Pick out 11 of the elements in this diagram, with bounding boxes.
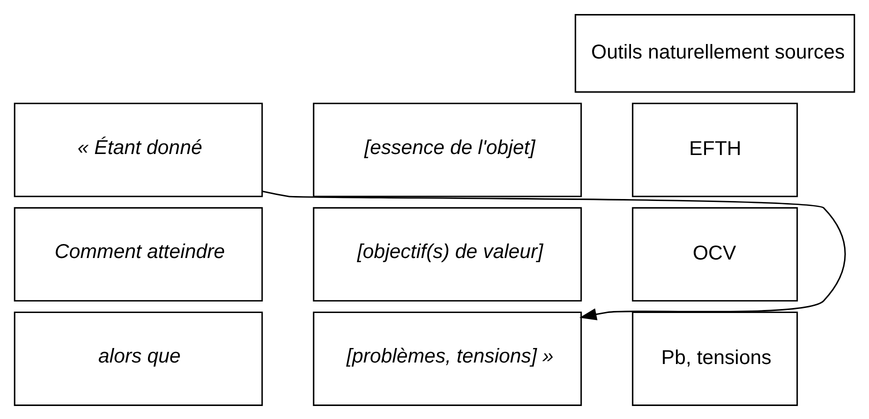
node-box: [essence de l'objet] [312,102,582,197]
node-box: OCV [632,206,798,302]
node-box: Pb, tensions [632,311,798,406]
node-box: Comment atteindre [14,206,263,302]
node-box: Outils naturellement sources [574,14,856,92]
node-box: alors que [14,311,263,406]
node-box: [objectif(s) de valeur] [312,206,582,302]
node-box: « Étant donné [14,102,263,197]
node-box: [problèmes, tensions] » [312,311,582,406]
arrow [262,190,846,320]
node-box: EFTH [632,102,798,197]
